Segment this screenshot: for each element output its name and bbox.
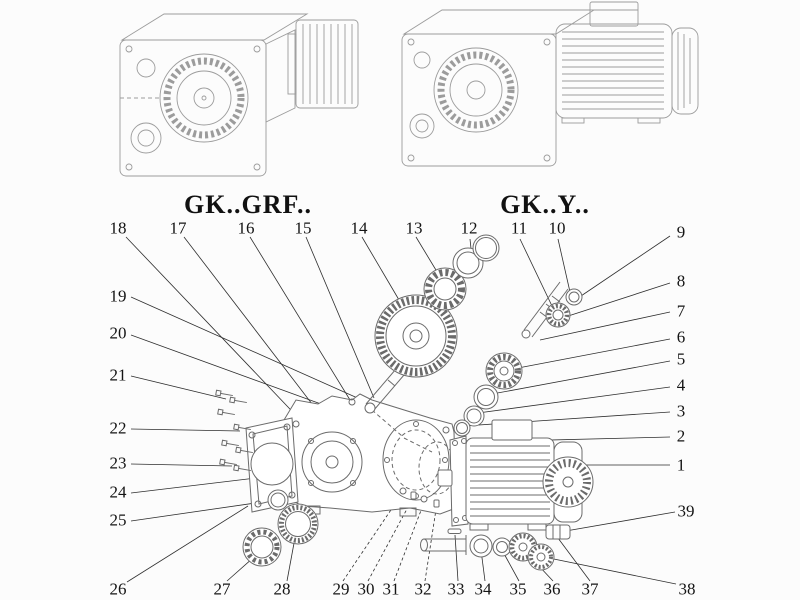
model-title-gk-y: GK..Y.. bbox=[500, 190, 590, 219]
callout-29: 29 bbox=[332, 579, 350, 599]
callout-36: 36 bbox=[543, 579, 561, 599]
callout-3: 3 bbox=[676, 401, 686, 421]
electric-motor bbox=[437, 419, 594, 531]
callout-24: 24 bbox=[109, 482, 127, 502]
callout-21: 21 bbox=[109, 365, 127, 385]
callout-9: 9 bbox=[676, 222, 686, 242]
callout-11: 11 bbox=[510, 218, 528, 238]
assembled-gearmotor-y-drawing bbox=[401, 1, 699, 167]
callout-38: 38 bbox=[678, 579, 696, 599]
main-gear-assembly bbox=[364, 234, 500, 414]
callout-32: 32 bbox=[414, 579, 432, 599]
adapter-fasteners bbox=[399, 487, 440, 508]
model-title-gk-grf: GK..GRF.. bbox=[184, 190, 312, 219]
callout-34: 34 bbox=[474, 579, 492, 599]
callout-27: 27 bbox=[213, 579, 231, 599]
callout-10: 10 bbox=[548, 218, 566, 238]
callout-4: 4 bbox=[676, 375, 686, 395]
callout-39: 39 bbox=[677, 501, 695, 521]
gearbox-housing bbox=[283, 393, 457, 517]
callout-30: 30 bbox=[357, 579, 375, 599]
callout-37: 37 bbox=[581, 579, 599, 599]
callout-23: 23 bbox=[109, 453, 127, 473]
callout-1: 1 bbox=[676, 455, 686, 475]
callout-22: 22 bbox=[109, 418, 127, 438]
callout-19: 19 bbox=[109, 286, 127, 306]
callout-28: 28 bbox=[273, 579, 291, 599]
callout-25: 25 bbox=[109, 510, 127, 530]
callout-31: 31 bbox=[382, 579, 400, 599]
output-flange-plate bbox=[245, 417, 299, 513]
callout-33: 33 bbox=[447, 579, 465, 599]
callout-5: 5 bbox=[676, 349, 686, 369]
callout-12: 12 bbox=[460, 218, 478, 238]
callout-15: 15 bbox=[294, 218, 312, 238]
callout-26: 26 bbox=[109, 579, 127, 599]
callout-35: 35 bbox=[509, 579, 527, 599]
input-shaft-assembly bbox=[453, 281, 583, 437]
callout-8: 8 bbox=[676, 271, 686, 291]
callout-2: 2 bbox=[676, 426, 686, 446]
callout-14: 14 bbox=[350, 218, 368, 238]
callout-16: 16 bbox=[237, 218, 255, 238]
assembled-gearbox-grf-drawing bbox=[119, 13, 359, 177]
callout-18: 18 bbox=[109, 218, 127, 238]
motor-shaft-parts bbox=[420, 524, 571, 571]
output-cover-parts bbox=[242, 489, 319, 567]
callout-20: 20 bbox=[109, 323, 127, 343]
callout-13: 13 bbox=[405, 218, 423, 238]
callout-6: 6 bbox=[676, 327, 686, 347]
callout-17: 17 bbox=[169, 218, 187, 238]
callout-7: 7 bbox=[676, 301, 686, 321]
